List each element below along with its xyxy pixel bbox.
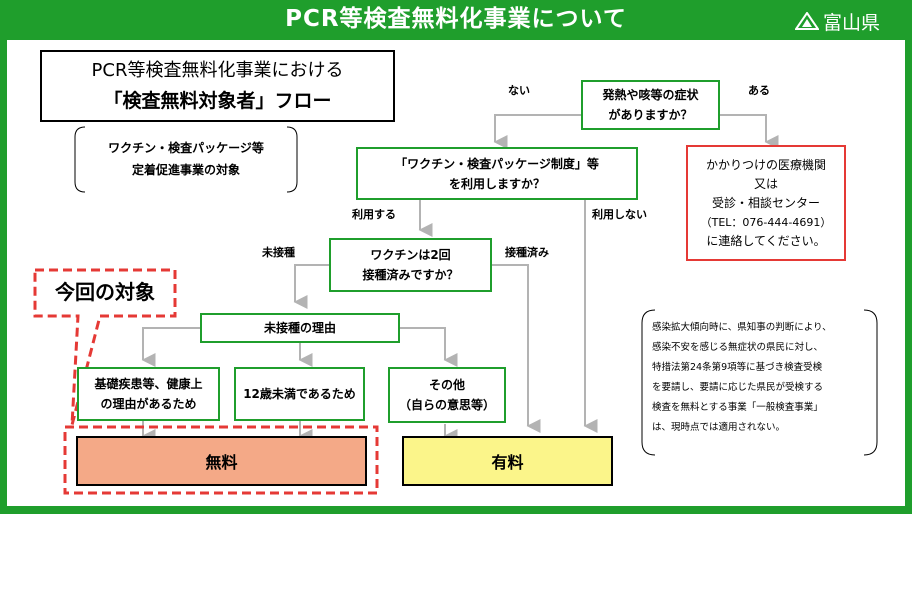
label-not-vaccinated: 未接種 [262,246,295,259]
reason-health-line1: 基礎疾患等、健康上 [94,377,203,391]
package-note-line1: ワクチン・検査パッケージ等 [108,141,264,155]
reason-other-line2: （自らの意思等） [398,398,495,412]
vaccine-line1: ワクチンは2回 [370,248,451,262]
reason-label: 未接種の理由 [263,321,336,335]
result-free: 無料 [76,436,367,486]
current-target-highlight [63,425,379,495]
arrow-not-vaccinated [293,264,329,309]
package-target-note: ワクチン・検査パッケージ等 定着促進事業の対象 [80,133,292,185]
contact-medical-box: かかりつけの医療機関 又は 受診・相談センター （TEL：076-444-469… [686,145,846,261]
label-no-symptoms: ない [508,84,530,97]
package-line1: 「ワクチン・検査パッケージ制度」等 [395,156,599,171]
label-has-symptoms: ある [748,84,770,97]
contact-line2: 又は [753,176,778,191]
arrow-reason-health [141,327,200,367]
contact-line5: に連絡してください。 [706,233,826,248]
symptoms-line1: 発熱や咳等の症状 [602,88,699,102]
side-note-bracket-left [641,309,656,456]
side-note-bracket-right [863,309,878,456]
flow-title-line2: 「検査無料対象者」フロー [103,90,332,112]
flow-title-box: PCR等検査無料化事業における 「検査無料対象者」フロー [40,50,395,122]
flow-title-line1: PCR等検査無料化事業における [91,60,344,81]
side-note-line2: 感染不安を感じる無症状の県民に対し、 [652,342,824,353]
general-testing-note: 感染拡大傾向時に、県知事の判断により、 感染不安を感じる無症状の県民に対し、 特… [652,318,874,450]
reason-age-line1: 12歳未満であるため [243,387,356,401]
vaccine-line2: 接種済みですか？ [362,268,459,282]
symptoms-line2: がありますか？ [608,108,693,122]
package-note-line2: 定着促進事業の対象 [131,163,240,177]
contact-line3: 受診・相談センター [711,195,820,210]
side-note-line3: 特措法第24条第9項等に基づき検査受検 [652,362,823,373]
question-vaccine: ワクチンは2回 接種済みですか？ [329,238,492,292]
result-paid-label: 有料 [491,453,524,472]
arrow-has-symptoms [720,114,779,149]
contact-line1: かかりつけの医療機関 [705,157,827,172]
result-paid: 有料 [402,436,613,486]
side-note-line4: を要請し、要請に応じた県民が受検する [652,382,824,393]
note-bracket-left [74,126,86,193]
side-note-line5: 検査を無料とする事業「一般検査事業」 [652,402,823,413]
logo-text: 富山県 [823,11,881,34]
page-title: PCR等検査無料化事業について [285,6,627,32]
note-bracket-right [286,126,298,193]
arrow-no-symptoms [493,114,581,149]
side-note-line1: 感染拡大傾向時に、県知事の判断により、 [652,322,832,333]
contact-phone: （TEL：076-444-4691） [700,215,832,229]
current-target-callout [33,268,177,426]
current-target-label: 今回の対象 [55,280,155,304]
result-free-label: 無料 [205,453,238,472]
label-vaccinated: 接種済み [505,246,549,259]
reason-health: 基礎疾患等、健康上 の理由があるため [77,367,220,421]
label-use-package: 利用する [352,208,396,221]
package-line2: を利用しますか？ [448,176,545,191]
reason-other: その他 （自らの意思等） [388,367,506,423]
side-note-line6: は、現時点では適用されない。 [652,422,786,433]
question-package: 「ワクチン・検査パッケージ制度」等 を利用しますか？ [356,147,638,200]
question-symptoms: 発熱や咳等の症状 がありますか？ [581,80,720,130]
arrow-vaccinated [492,264,541,433]
unvaccinated-reason-box: 未接種の理由 [200,313,400,343]
reason-health-line2: の理由があるため [100,397,197,411]
arrow-reason-other [400,327,458,367]
reason-under-12: 12歳未満であるため [234,367,365,421]
label-not-use-package: 利用しない [592,208,647,221]
prefecture-logo: 富山県 [795,8,880,34]
reason-other-line1: その他 [428,378,465,392]
toyama-mountain-emblem-icon [795,12,819,30]
